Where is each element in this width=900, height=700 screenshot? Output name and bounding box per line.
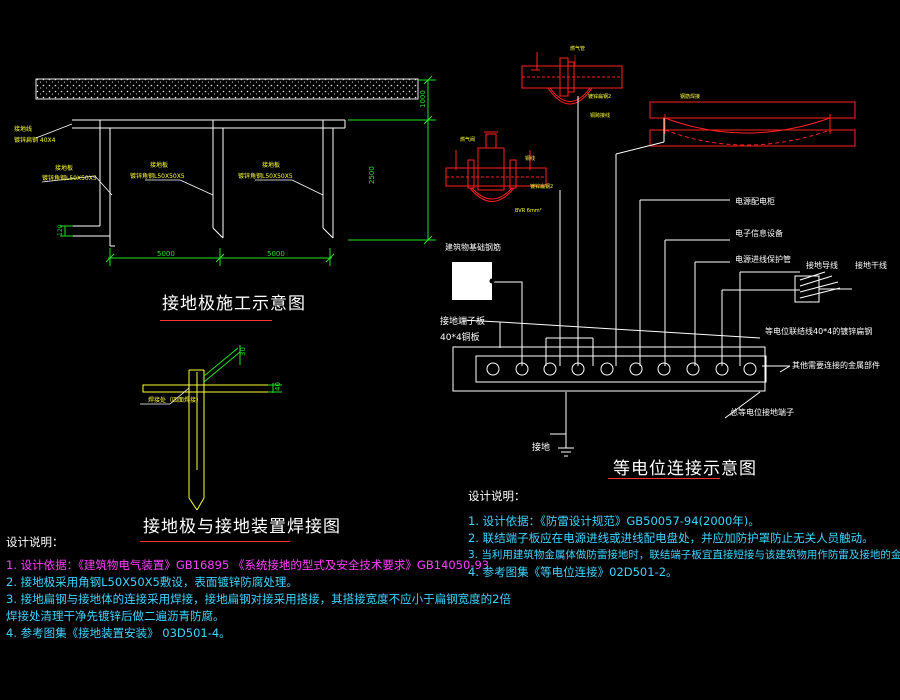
surge-pipe-label: 电源进线保护管 (735, 254, 791, 264)
bottom-valve-assembly: 燃气阀 铜线 镀锌扁钢2 BVR 6mm² (445, 131, 553, 214)
top-pipe-assembly: 燃气管 铜跨接线 镀锌扁钢2 (521, 45, 623, 119)
rod-c-label-1: 接地板 (262, 161, 280, 169)
bottom-valve-label-d: BVR 6mm² (515, 208, 542, 214)
elec-cabinet-label: 电源配电柜 (735, 196, 775, 206)
rod-a-label-2: 镀锌角钢L50X50X5 (42, 174, 97, 182)
bond-wire-label: 等电位联结线40*4的镀锌扁钢 (765, 326, 872, 336)
rod-b-label-1: 接地板 (150, 161, 168, 169)
right-note-3: 3. 当利用建筑物金属体做防雷接地时，联结端子板宜直接短接与该建筑物用作防雷及接… (468, 549, 900, 561)
bottom-valve-label-c: 镀锌扁钢2 (530, 183, 553, 190)
weld-dim-top: 30 (239, 347, 247, 356)
flat-steel-label-2: 镀锌扁钢 40X4 (14, 136, 56, 144)
dim-tip: 120 (57, 224, 64, 236)
beam-label: 钢筋焊接 (680, 93, 700, 100)
weld-label: 焊接处（四面焊接） (148, 396, 202, 404)
dim-span-2: 5000 (267, 250, 285, 258)
title-equipotential: 等电位连接示意图 (613, 459, 757, 479)
top-pipe-label-b: 铜跨接线 (590, 112, 610, 119)
steel-beam-assembly: 钢筋焊接 (649, 93, 856, 147)
grounding-rod-2 (212, 120, 224, 239)
main-terminal-box-outer (452, 346, 766, 392)
earth-label: 接地 (532, 441, 550, 453)
dimension-lines (60, 75, 436, 266)
main-terminal-box-inner (475, 355, 767, 383)
grounding-rod-1 (73, 120, 115, 247)
right-note-2: 2. 联结端子板应在电源进线或进线配电盘处，并应加防护罩防止无关人员触动。 (468, 531, 874, 545)
left-note-1: 1. 设计依据：《建筑物电气装置》GB16895 《系统接地的型式及安全技术要求… (6, 558, 490, 572)
title-welding-detail: 接地极与接地装置焊接图 (143, 517, 341, 537)
rod-c-label-2: 镀锌角钢L50X50X5 (238, 172, 293, 180)
dim-depth: 1000 (419, 90, 427, 108)
left-notes-heading: 设计说明： (6, 535, 64, 549)
title-equipotential-underline (608, 478, 720, 479)
right-notes-heading: 设计说明： (468, 489, 526, 503)
grounding-trunk-symbol (794, 271, 852, 303)
left-note-5: 4. 参考图集《接地装置安装》 03D501-4。 (6, 626, 231, 640)
bond-wires (461, 96, 800, 457)
rod-a-label-1: 接地板 (55, 164, 73, 172)
building-rebar-box (452, 262, 492, 300)
top-pipe-label-a: 燃气管 (570, 45, 585, 52)
rod-b-label-2: 镀锌角钢L50X50X5 (130, 172, 185, 180)
main-terminal-label: 总等电位接地端子 (730, 407, 794, 417)
terminal-label-1: 接地端子板 (440, 315, 485, 327)
bottom-valve-label-a: 燃气阀 (460, 136, 475, 143)
right-note-1: 1. 设计依据：《防雷设计规范》GB50057-94(2000年)。 (468, 514, 760, 528)
grounding-wire-label: 接地导线 (806, 260, 838, 270)
weld-dimensions (203, 345, 282, 393)
title-grounding-construction: 接地极施工示意图 (162, 294, 306, 314)
left-note-3: 3. 接地扁钢与接地体的连接采用焊接，接地扁钢对接采用搭接，其搭接宽度不应小于扁… (6, 592, 511, 606)
other-metal-label: 其他需要连接的金属部件 (792, 360, 880, 370)
elec-device-label: 电子信息设备 (735, 228, 783, 238)
title-grounding-construction-underline (160, 320, 272, 321)
top-pipe-label-c: 镀锌扁钢2 (588, 93, 611, 100)
right-note-4: 4. 参考图集《等电位连接》02D501-2。 (468, 565, 678, 579)
title-welding-detail-underline (140, 541, 290, 542)
dim-length: 2500 (368, 166, 376, 184)
terminal-bolts (486, 362, 757, 376)
grounding-trunk-label: 接地干线 (855, 260, 887, 270)
grounding-electrode-construction-diagram: 接地线 镀锌扁钢 40X4 接地板 镀锌角钢L50X50X5 接地板 镀锌角钢L… (14, 75, 436, 266)
grounding-rod-3 (322, 120, 334, 239)
dim-span-1: 5000 (157, 250, 175, 258)
flat-steel-label-1: 接地线 (14, 125, 32, 133)
right-design-notes: 设计说明： 1. 设计依据：《防雷设计规范》GB50057-94(2000年)。… (468, 488, 900, 581)
left-design-notes: 设计说明： 1. 设计依据：《建筑物电气装置》GB16895 《系统接地的型式及… (6, 534, 511, 642)
electrode-welding-detail: 焊接处（四面焊接） 30 40 (140, 345, 282, 511)
equipotential-bonding-diagram: 燃气管 铜跨接线 镀锌扁钢2 燃气阀 铜线 镀锌扁钢2 BVR 6mm² (440, 45, 887, 457)
bottom-valve-label-b: 铜线 (525, 155, 535, 162)
left-note-2: 2. 接地极采用角钢L50X50X5敷设，表面镀锌防腐处理。 (6, 575, 298, 589)
left-note-4: 焊接处清理干净先镀锌后做二遍沥青防腐。 (6, 609, 225, 623)
soil-surface (35, 78, 419, 100)
weld-dim-side: 40 (274, 382, 282, 391)
terminal-label-2: 40*4铜板 (440, 331, 480, 343)
building-rebar-label: 建筑物基础钢筋 (445, 242, 501, 252)
